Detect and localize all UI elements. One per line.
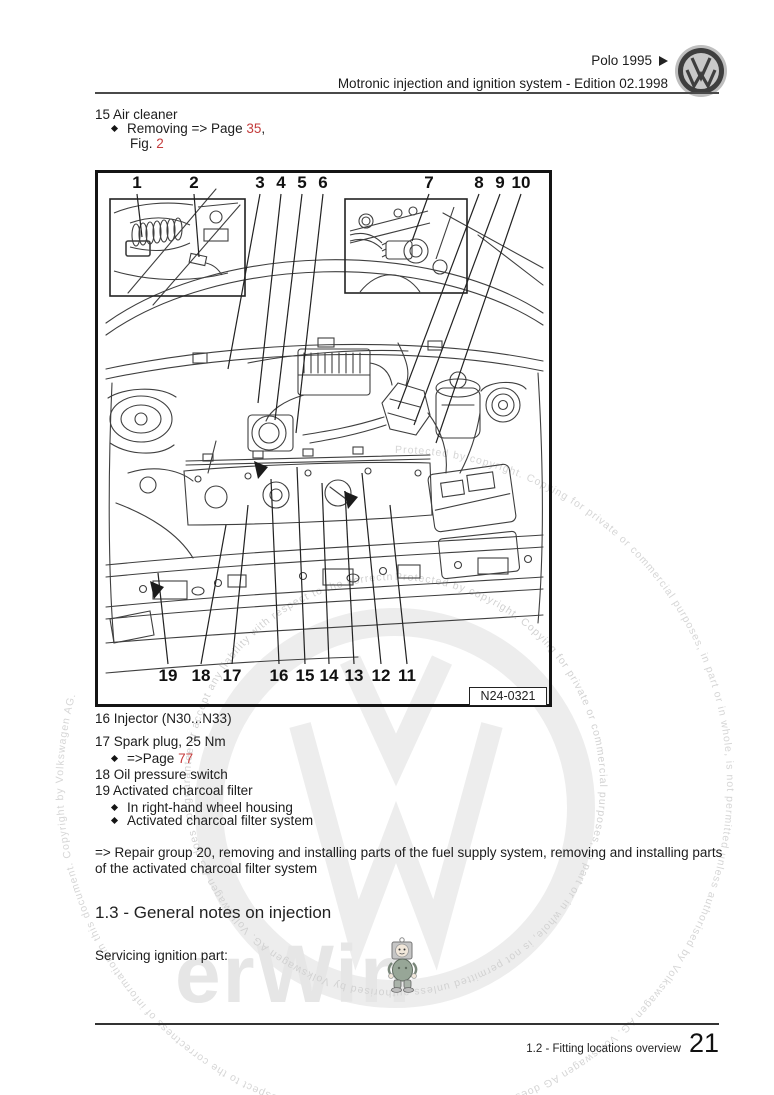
- footer-section-label: 1.2 - Fitting locations overview: [526, 1043, 681, 1055]
- inset-air-cleaner: [109, 198, 246, 297]
- watermark-vw-logo-icon: [195, 608, 595, 1008]
- callout-2: 2: [189, 173, 199, 192]
- callout-9: 9: [495, 173, 505, 192]
- bullet-icon: [110, 124, 119, 132]
- item15-fig-line: Fig. 2: [130, 136, 164, 151]
- header-model-text: Polo 1995: [591, 53, 652, 68]
- pointer-arrow-icon: [150, 461, 358, 599]
- watermark-erwin: erWin: [175, 929, 412, 1020]
- callout-15: 15: [295, 666, 315, 685]
- engine-bay-diagram: [105, 188, 544, 674]
- callout-12: 12: [371, 666, 391, 685]
- page-ref-link[interactable]: 77: [178, 751, 194, 766]
- item19-bullet2-text: Activated charcoal filter system: [127, 813, 314, 828]
- item17-ref-pre: =>Page: [127, 751, 175, 766]
- header-title-line: Motronic injection and ignition system -…: [337, 76, 668, 91]
- callout-8: 8: [474, 173, 484, 192]
- item19-bullet1-text: In right-hand wheel housing: [127, 800, 293, 815]
- callout-10: 10: [511, 173, 531, 192]
- item17-ref-line: =>Page 77: [110, 751, 194, 766]
- repair-group-paragraph: => Repair group 20, removing and install…: [95, 845, 723, 876]
- footer: 1.2 - Fitting locations overview 21: [95, 1028, 719, 1059]
- header-rule: [95, 92, 719, 94]
- page-ref-link[interactable]: 35: [246, 121, 262, 136]
- callout-16: 16: [269, 666, 289, 685]
- callout-3: 3: [255, 173, 265, 192]
- servicing-line: Servicing ignition part:: [95, 948, 228, 963]
- callout-19: 19: [158, 666, 178, 685]
- callout-17: 17: [222, 666, 242, 685]
- item15-fig-label: Fig.: [130, 136, 153, 151]
- item15-bullet-text: Removing => Page: [127, 121, 243, 136]
- callout-14: 14: [319, 666, 339, 685]
- callout-7: 7: [424, 173, 434, 192]
- item19-bullet2: Activated charcoal filter system: [110, 813, 314, 828]
- item15-label: 15 Air cleaner: [95, 107, 178, 122]
- callout-6: 6: [318, 173, 328, 192]
- vw-logo-icon: [675, 45, 727, 97]
- callout-18: 18: [191, 666, 211, 685]
- item19-label: 19 Activated charcoal filter: [95, 783, 253, 798]
- fig-ref-link[interactable]: 2: [156, 136, 164, 151]
- item19-bullet1: In right-hand wheel housing: [110, 800, 293, 815]
- footer-page-number: 21: [688, 1028, 719, 1058]
- bullet-icon: [110, 816, 119, 824]
- inset-speed-sensor: [344, 198, 468, 294]
- callout-5: 5: [297, 173, 307, 192]
- section-heading: 1.3 - General notes on injection: [95, 903, 332, 922]
- callout-13: 13: [344, 666, 364, 685]
- callout-1: 1: [132, 173, 142, 192]
- item18-label: 18 Oil pressure switch: [95, 767, 228, 782]
- footer-rule: [95, 1023, 719, 1025]
- callout-11: 11: [398, 666, 416, 685]
- robot-mascot-icon: [387, 937, 418, 993]
- bullet-icon: [110, 803, 119, 811]
- callout-4: 4: [276, 173, 286, 192]
- figure-code-label: N24-0321: [469, 687, 547, 706]
- bullet-icon: [110, 754, 119, 762]
- arrow-right-icon: [659, 56, 668, 66]
- item15-bullet-post: ,: [261, 121, 266, 136]
- item15-bullet-line: Removing => Page 35,: [110, 121, 266, 136]
- engine-bay-figure: 1 2 3 4 5 6 7 8 9 10 19 18 17 16 15 14 1…: [95, 170, 552, 707]
- item17-label: 17 Spark plug, 25 Nm: [95, 734, 226, 749]
- header-model-line: Polo 1995: [300, 53, 668, 68]
- item16-label: 16 Injector (N30...N33): [95, 711, 232, 726]
